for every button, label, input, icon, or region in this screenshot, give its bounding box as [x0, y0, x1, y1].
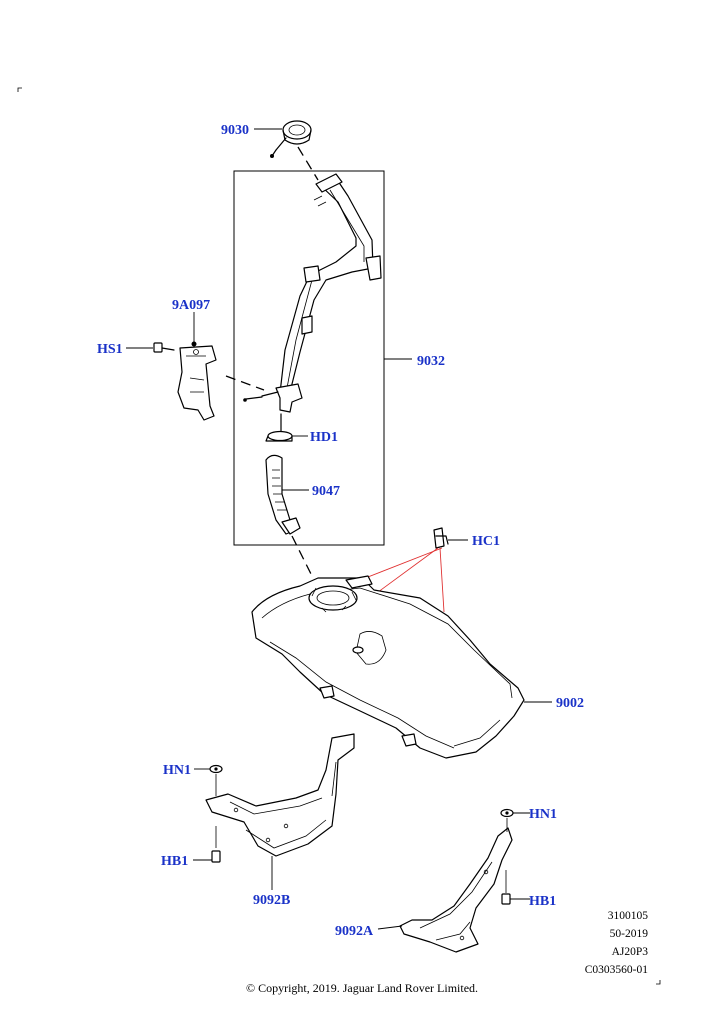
callout-9A097: 9A097 — [172, 298, 210, 313]
corner-mark-bottom-right — [656, 980, 661, 985]
assembly-line-hose-tank — [291, 535, 313, 577]
bolt-HB1-left — [211, 826, 221, 863]
nut-HN1-left — [209, 764, 223, 796]
reference-code-4: C0303560-01 — [584, 964, 648, 976]
fuel-tank-heat-shield-9092A — [399, 827, 513, 953]
callout-HB1-right: HB1 — [529, 894, 556, 909]
callout-9030: 9030 — [221, 123, 249, 138]
callout-9002: 9002 — [556, 696, 584, 711]
corner-mark-top-left — [17, 87, 22, 92]
hose-clamp-HD1 — [265, 413, 293, 442]
assembly-line-cap-neck — [297, 146, 319, 181]
callout-9092B: 9092B — [253, 893, 290, 908]
assembly-line-bracket-neck — [225, 375, 265, 391]
fuel-filler-cap-9030 — [270, 120, 312, 158]
filler-neck-assembly-box-9032 — [233, 170, 385, 546]
fuel-tank-heat-shield-9092B — [205, 733, 355, 857]
leader-9092A — [377, 925, 403, 930]
callout-HS1: HS1 — [97, 342, 123, 357]
callout-HB1-left: HB1 — [161, 854, 188, 869]
bolt-HB1-right — [501, 870, 511, 905]
callout-HN1-right: HN1 — [529, 807, 557, 822]
callout-9047: 9047 — [312, 484, 340, 499]
filler-neck-bracket-9A097 — [177, 345, 217, 421]
fuel-tank-9002 — [251, 575, 525, 759]
reference-code-2: 50-2019 — [609, 928, 648, 940]
callout-HN1-left: HN1 — [163, 763, 191, 778]
callout-HC1: HC1 — [472, 534, 500, 549]
callout-9092A: 9092A — [335, 924, 374, 939]
fuel-filler-neck-pipe — [243, 173, 382, 413]
fuel-filler-hose-9047 — [265, 454, 301, 535]
copyright-notice: © Copyright, 2019. Jaguar Land Rover Lim… — [245, 981, 479, 995]
nut-HN1-right — [500, 808, 514, 832]
reference-code-1: 3100105 — [607, 910, 648, 922]
screw-HS1 — [153, 342, 175, 353]
clip-HC1 — [433, 527, 449, 549]
callout-9032: 9032 — [417, 354, 445, 369]
callout-HD1: HD1 — [310, 430, 338, 445]
reference-code-3: AJ20P3 — [611, 946, 648, 958]
